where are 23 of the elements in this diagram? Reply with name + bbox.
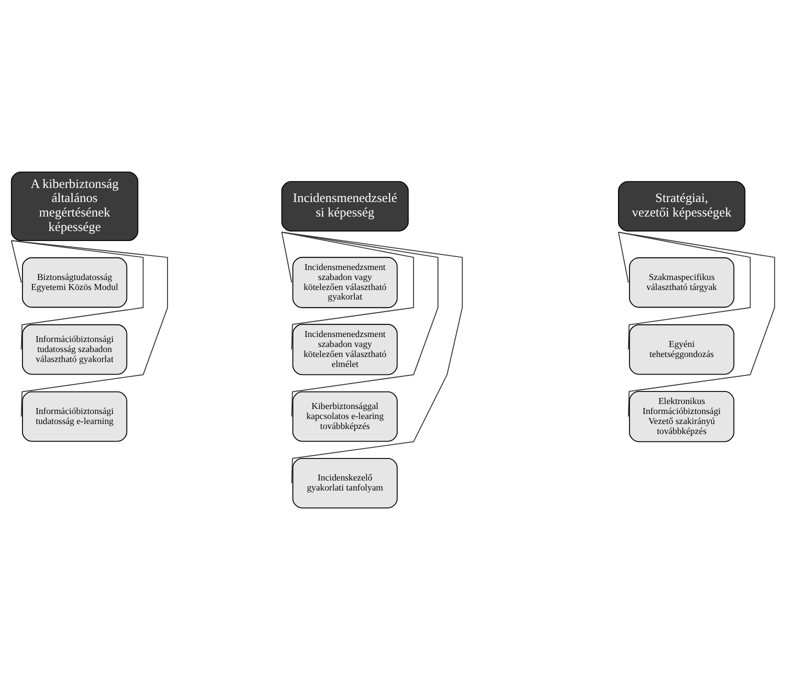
node-box: Kiberbiztonsággal kapcsolatos e-learing továbbképzés [292, 391, 398, 442]
connector [281, 232, 414, 350]
node-box: Biztonságtudatosság Egyetemi Közös Modul [22, 257, 128, 308]
node-box: Információbiztonsági tudatosság e-learning [22, 391, 128, 442]
connector [281, 232, 438, 417]
connector [618, 232, 751, 350]
connector [281, 232, 463, 484]
node-box: Incidenskezelő gyakorlati tanfolyam [292, 458, 398, 508]
node-box: Incidensmenedzselési képesség [281, 181, 409, 232]
node-box: Incidensmenedzsment szabadon vagy kötelezően választható elmélet [292, 324, 398, 376]
connector [10, 240, 144, 350]
node-box: Egyéni tehetséggondozás [629, 324, 734, 375]
connector [618, 232, 629, 283]
connector [10, 240, 22, 283]
node-box: Incidensmenedzsment szabadon vagy kötelezően választható gyakorlat [292, 256, 398, 308]
node-box: Szakmaspecifikus választható tárgyak [629, 257, 734, 308]
connector [10, 240, 168, 417]
node-box: Információbiztonsági tudatosság szabadon választható gyakorlat [22, 324, 128, 375]
node-box: A kiberbiztonság általános megértésének képessége [10, 172, 138, 242]
node-box: Stratégiai, vezetői képességek [618, 181, 746, 232]
connector [618, 232, 776, 417]
connector [281, 232, 292, 283]
node-box: Elektronikus Információbiztonsági Vezető szakirányú továbbképzés [629, 390, 734, 442]
